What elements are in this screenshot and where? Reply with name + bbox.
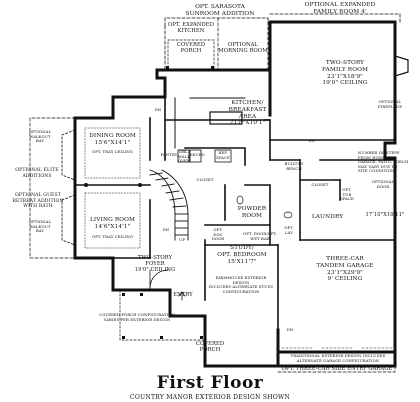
garage-label: THREE-CAR TANDEM GARAGE 23'1"X29'9" 9' C… — [316, 256, 374, 283]
kitchen-label: KITCHEN/ BREAKFAST AREA 21'8"X10'1" — [228, 100, 267, 127]
walkout-bay-bottom-label: OPTIONAL WALKOUT BAY — [28, 219, 52, 234]
foyer-label: TWO-STORY FOYER 19'0" CEILING — [134, 255, 176, 274]
morning-room-label: OPTIONAL MORNING ROOM — [218, 42, 268, 55]
dn-lower-label: DN — [286, 327, 294, 332]
study-label: STUDY/ OPT. BEDROOM 15'X11'7" — [217, 245, 267, 265]
living-room-label: LIVING ROOM 14'6"X14'1" — [89, 217, 136, 230]
columns — [84, 66, 214, 339]
farmhouse-note: FARMHOUSE EXTERIOR DESIGN INCLUDES ALTER… — [208, 275, 274, 294]
up-stair-label: UP — [179, 237, 185, 242]
side-entry-garage-label: OPT. THREE-CAR SIDE ENTRY GARAGE — [281, 366, 393, 372]
dn-right-label: DN — [308, 138, 316, 143]
covered-porch-top-label: COVERED PORCH — [176, 42, 206, 55]
pantry-label: PANTRY — [160, 152, 178, 157]
living-tray-ceiling-label: OPT. TRAY CEILING — [91, 234, 133, 239]
opt-lav-sink-label: OPT. LAV — [284, 225, 294, 235]
expanded-family-label: OPTIONAL EXPANDED FAMILY ROOM 4' — [304, 2, 376, 15]
walkout-bay-top-label: OPTIONAL WALKOUT BAY — [28, 129, 52, 144]
built-in-bench-label: BUILT-IN BENCH — [284, 161, 304, 171]
steps-note: NUMBER OF STEPS FROM HOME TO GARAGE, PAT… — [358, 150, 409, 174]
opt-tub-space-label: OPT. TUB SPACE — [340, 187, 354, 202]
staircase — [149, 169, 189, 241]
laundry-label: LAUNDRY — [311, 214, 344, 220]
closet-mud-label: CLOSET — [311, 182, 329, 187]
opt-doc-door-label: OPT. DOC DOOR — [211, 227, 225, 242]
optional-door-label: OPTIONAL DOOR — [371, 179, 395, 189]
exterior-design-caption: COUNTRY MANOR EXTERIOR DESIGN SHOWN — [129, 394, 291, 401]
sunroom-label: OPT. SARASOTA SUNROOM ADDITION — [185, 4, 255, 17]
dn-top-label: DN — [154, 107, 162, 112]
entry-label: ENTRY — [173, 292, 193, 298]
powder-room-label: POWDER ROOM — [237, 206, 267, 219]
optional-fireplace-label: OPTIONAL FIREPLACE — [377, 99, 403, 109]
ref-space-label: REF. SPACE — [216, 150, 230, 160]
dining-tray-ceiling-label: OPT. TRAY CEILING — [91, 149, 133, 154]
laundry-dimensions-label: 17'10"X10'11" — [365, 212, 405, 218]
family-room-label: TWO-STORY FAMILY ROOM 23'1"X18'9" 19'0" … — [322, 60, 368, 87]
wall-oven-label: DBL. WALL OVEN — [178, 149, 191, 164]
traditional-note: TRADITIONAL EXTERIOR DESIGN INCLUDES ALT… — [290, 353, 386, 363]
interior-walls — [74, 96, 396, 331]
expanded-kitchen-label: OPT. EXPANDED KITCHEN — [168, 22, 214, 35]
dining-room-label: DINING ROOM 15'6"X14'1" — [89, 133, 136, 146]
closet-main-label: CLOSET — [196, 177, 214, 182]
opt-door-wet-bar-label: OPT. DOOR/OPT. WET BAR — [243, 231, 277, 241]
covered-porch-note: COVERED PORCH CONFIGURATION VARIES PER E… — [99, 312, 175, 322]
optional-elite-label: OPTIONAL ELITE ADDITIONS — [15, 168, 59, 179]
guest-retreat-label: OPTIONAL GUEST RETREAT ADDITION WITH BAT… — [12, 193, 64, 210]
micro-label: MICRO — [190, 152, 205, 157]
dn-foyer-label: DN — [162, 227, 170, 232]
floor-title: First Floor — [156, 373, 264, 393]
covered-porch-bottom-label: COVERED PORCH — [195, 341, 225, 354]
